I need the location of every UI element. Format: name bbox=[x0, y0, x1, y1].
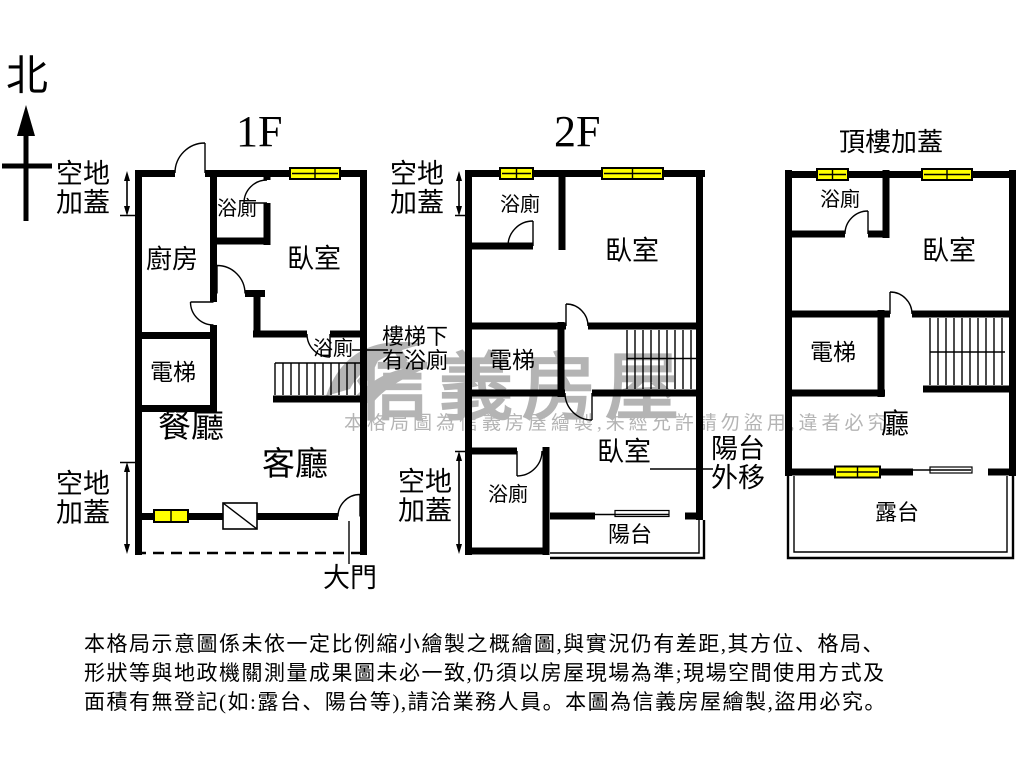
f1-measure-arrows bbox=[120, 171, 136, 554]
f1-bedroom-label: 臥室 bbox=[287, 244, 341, 274]
f2-balcony-moved-label: 陽台外移 bbox=[711, 434, 765, 494]
f2-vacant-bottom-label: 空地加蓋 bbox=[398, 467, 452, 527]
roof-title: 頂樓加蓋 bbox=[839, 128, 944, 157]
watermark-notice-text: 本格局圖為信義房屋繪製,未經允許請勿盜用,違者必究 bbox=[344, 413, 891, 434]
north-label: 北 bbox=[6, 54, 49, 100]
f1-stairs bbox=[274, 362, 360, 395]
roof-bath-label: 浴廁 bbox=[820, 189, 860, 211]
f1-vacant-bottom-label: 空地加蓋 bbox=[56, 469, 110, 529]
f1-walls bbox=[135, 170, 367, 555]
f2-walls bbox=[465, 170, 705, 555]
roof-windows bbox=[816, 168, 973, 479]
f1-dining-label: 餐廳 bbox=[158, 409, 224, 445]
f1-main-door-label: 大門 bbox=[323, 563, 377, 593]
floorplan-roof bbox=[785, 168, 1016, 560]
roof-doors bbox=[844, 210, 913, 315]
roof-bedroom-label: 臥室 bbox=[922, 236, 976, 266]
f2-balcony bbox=[550, 509, 706, 560]
f2-bath-label: 浴廁 bbox=[500, 194, 540, 216]
disclaimer-line-2: 形狀等與地政機關測量成果圖未必一致,仍須以房屋現場為準;現場空間使用方式及 bbox=[84, 661, 886, 685]
roof-stairs bbox=[929, 318, 1005, 385]
f1-kitchen-label: 廚房 bbox=[146, 245, 199, 274]
roof-walls bbox=[785, 170, 1016, 476]
roof-terrace-slider bbox=[913, 466, 973, 474]
f2-title: 2F bbox=[554, 107, 601, 156]
f2-doors bbox=[507, 220, 593, 477]
f1-living-label: 客廳 bbox=[262, 447, 328, 483]
disclaimer-line-1: 本格局示意圖係未依一定比例縮小繪製之概繪圖,與實況仍有差距,其方位、格局、 bbox=[84, 632, 885, 656]
f1-windows bbox=[153, 167, 341, 523]
f2-bedroom2-label: 臥室 bbox=[597, 437, 651, 467]
roof-hall-label: 廳 bbox=[881, 409, 910, 440]
f2-stairs bbox=[626, 330, 699, 389]
f2-balcony-label: 陽台 bbox=[608, 522, 653, 547]
f1-bath-under-stairs-label: 浴廁 bbox=[313, 338, 353, 360]
floorplan-2f bbox=[455, 167, 713, 560]
f1-elevator-label: 電梯 bbox=[150, 360, 196, 385]
roof-terrace-label: 露台 bbox=[875, 500, 920, 525]
disclaimer-line-3: 面積有無登記(如:露台、陽台等),請洽業務人員。本圖為信義房屋繪製,盜用必究。 bbox=[84, 690, 887, 714]
watermark-brand-text: 信義房屋 bbox=[356, 348, 688, 430]
f2-measure-arrows bbox=[455, 171, 465, 554]
f1-bath-label: 浴廁 bbox=[217, 198, 257, 220]
f1-doors bbox=[174, 142, 361, 517]
f2-elevator-label: 電梯 bbox=[489, 348, 535, 373]
roof-terrace bbox=[786, 476, 1015, 560]
f2-vacant-top-label: 空地加蓋 bbox=[390, 159, 444, 219]
f2-windows bbox=[499, 167, 664, 180]
f2-bedroom-label: 臥室 bbox=[605, 236, 659, 266]
f1-window-box bbox=[222, 502, 258, 530]
sinyi-logo-watermark-icon bbox=[326, 341, 426, 404]
north-arrow-icon bbox=[2, 105, 52, 221]
f2-bath2-label: 浴廁 bbox=[488, 484, 528, 506]
f1-stairs-note-label: 樓梯下有浴廁 bbox=[382, 324, 449, 374]
roof-elevator-label: 電梯 bbox=[810, 340, 856, 365]
floorplan-1f bbox=[120, 142, 388, 564]
f1-vacant-top-label: 空地加蓋 bbox=[56, 159, 110, 219]
f1-title: 1F bbox=[236, 107, 283, 156]
